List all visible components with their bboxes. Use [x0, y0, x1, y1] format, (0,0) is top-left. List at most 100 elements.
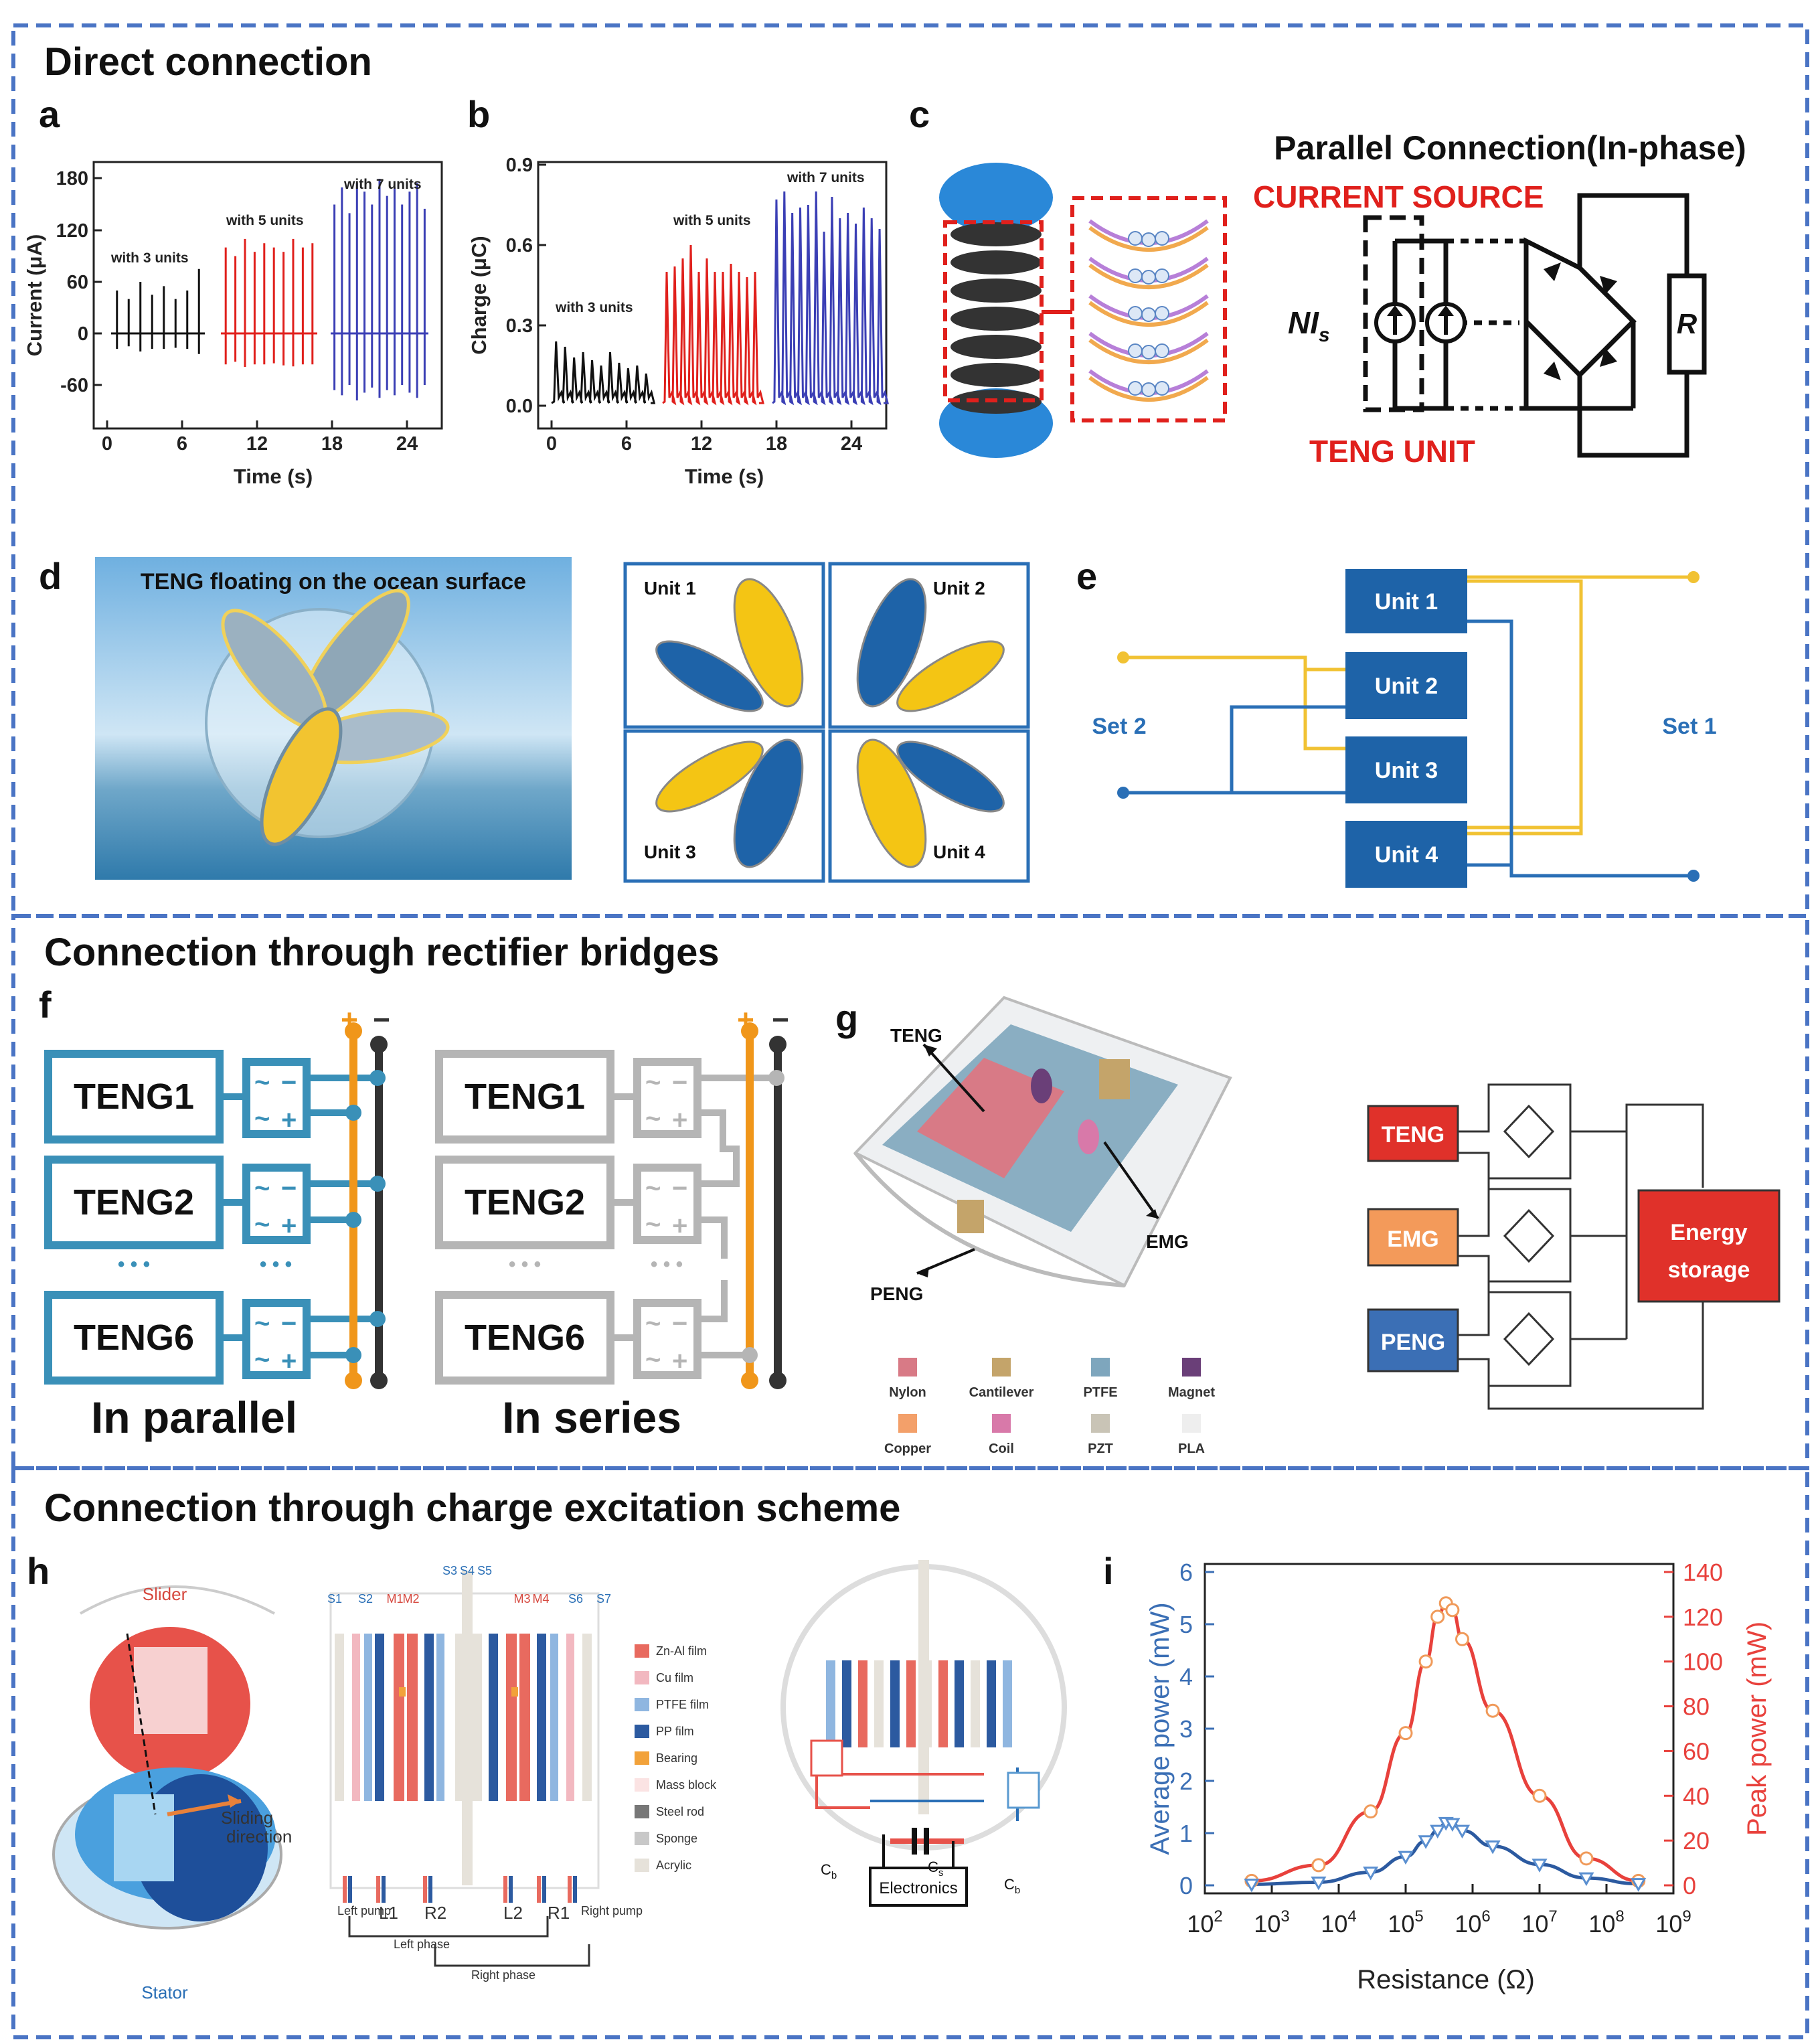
y-left-tick-label: 3	[1179, 1715, 1193, 1743]
sliding-arrow-head	[228, 1794, 241, 1808]
series-line	[1251, 1601, 1639, 1883]
section-title-excitation: Connection through charge excitation sch…	[44, 1486, 900, 1530]
panel-a-ylabel: Current (μA)	[23, 234, 46, 357]
bottom-film	[573, 1876, 577, 1903]
svg-text:−: −	[672, 1068, 687, 1097]
electronics-box	[869, 1867, 968, 1907]
svg-text:~: ~	[254, 1210, 270, 1239]
panel-a-current-traces	[111, 179, 428, 401]
quad-unit-label: Unit 2	[933, 578, 985, 599]
ocean-blades	[221, 588, 450, 846]
bottom-label: L1	[379, 1903, 398, 1923]
y-left-tick-label: 0	[1179, 1872, 1193, 1899]
svg-text:+: +	[672, 1346, 687, 1376]
legend-swatch	[898, 1414, 917, 1433]
series-teng-label: TENG2	[465, 1182, 585, 1223]
film-legend-swatch	[635, 1778, 649, 1792]
legend-swatch	[898, 1358, 917, 1377]
series-point	[1454, 1824, 1471, 1839]
film-schematic	[329, 1571, 600, 1903]
film-legend-swatch	[635, 1644, 649, 1658]
quad-unit-label: Unit 4	[933, 842, 985, 862]
cb-label: Cb	[1004, 1876, 1020, 1896]
film-legend-swatch	[635, 1859, 649, 1872]
panel-b-xtick: 6	[621, 433, 632, 455]
panel-d: TENG floating on the ocean surface Unit …	[95, 557, 1030, 883]
circuit-film	[1003, 1660, 1012, 1747]
parallel-caption: In parallel	[91, 1393, 297, 1442]
film-legend-label: Sponge	[656, 1832, 697, 1845]
series-teng-boxes	[435, 1050, 701, 1385]
load-resistor	[1667, 273, 1707, 375]
chart-ylabel-left: Average power (mW)	[1145, 1602, 1175, 1855]
legend-label: Magnet	[1168, 1385, 1215, 1400]
svg-text:+: +	[672, 1105, 687, 1135]
circuit-rod	[918, 1560, 929, 1814]
panel-b-frame	[537, 161, 888, 430]
film-column	[550, 1634, 558, 1801]
device-bottom-shell	[853, 1152, 1125, 1287]
circuit-films	[826, 1560, 1012, 1814]
film-top-label: S7	[596, 1592, 611, 1605]
series-caption: In series	[502, 1393, 681, 1442]
quad-unit-label: Unit 3	[644, 842, 696, 862]
panel-label-d: d	[39, 555, 62, 597]
unit-box-label: Unit 1	[1375, 589, 1438, 615]
series-point	[1532, 1859, 1548, 1873]
cs-capacitor	[912, 1828, 929, 1855]
svg-text:~: ~	[645, 1174, 661, 1203]
y-right-tick-label: 60	[1683, 1737, 1710, 1765]
film-column	[519, 1634, 530, 1801]
panel-b-charge-traces	[551, 191, 889, 406]
unit-blades	[655, 578, 1005, 868]
block-emg	[1367, 1208, 1459, 1267]
chart-xlabel: Resistance (Ω)	[1357, 1965, 1535, 1994]
dashed-axis	[126, 1633, 157, 1815]
section-title-rectifier: Connection through rectifier bridges	[44, 931, 720, 974]
series-point	[1363, 1804, 1378, 1819]
panel-c-title: Parallel Connection(In-phase)	[1274, 129, 1746, 167]
bottom-film	[423, 1876, 427, 1903]
panel-label-c: c	[909, 93, 930, 135]
panel-b-xlabel: Time (s)	[685, 465, 764, 488]
y-left-tick-label: 4	[1179, 1663, 1193, 1691]
panel-a-ytick: 180	[56, 168, 88, 189]
film-legend-swatch	[635, 1832, 649, 1845]
svg-text:~: ~	[254, 1104, 270, 1133]
series-ellipsis: • • •	[651, 1253, 683, 1275]
set-wires-blue	[1123, 619, 1693, 878]
x-tick-label: 106	[1455, 1907, 1490, 1938]
svg-text:+: +	[281, 1211, 297, 1241]
legend-label: PTFE	[1083, 1385, 1117, 1400]
unit-boxes	[1345, 569, 1467, 888]
source-arrowheads	[1387, 305, 1454, 316]
nis-label: NIs	[1288, 305, 1330, 346]
device-cantilever	[1099, 1059, 1130, 1099]
right-pump-label: Right pump	[581, 1904, 643, 1917]
panel-a-frame	[92, 161, 443, 430]
cs-label: Cs	[928, 1859, 943, 1879]
series-point	[1363, 1867, 1379, 1881]
film-legend-swatch	[635, 1751, 649, 1765]
film-column	[352, 1634, 360, 1801]
film-top-label: S6	[568, 1592, 583, 1605]
series-point	[1244, 1878, 1260, 1893]
svg-text:+: +	[672, 1211, 687, 1241]
device-highlight-box	[943, 220, 1044, 402]
panel-b-ytick: 0.6	[506, 235, 533, 256]
minus-label: −	[373, 1004, 390, 1036]
film-column	[407, 1634, 418, 1801]
film-column	[566, 1634, 574, 1801]
section-frames	[11, 23, 1809, 2039]
panel-b-annotation: with 3 units	[555, 300, 633, 315]
series-point	[1430, 1609, 1445, 1624]
stator-plate	[114, 1794, 174, 1881]
x-tick-label: 107	[1521, 1907, 1557, 1938]
film-top-label: M2	[402, 1592, 419, 1605]
film-column	[364, 1634, 372, 1801]
parallel-teng-boxes	[44, 1050, 311, 1385]
bottom-film	[503, 1876, 507, 1903]
circuit-film	[842, 1660, 851, 1747]
charge-trace	[551, 341, 656, 404]
